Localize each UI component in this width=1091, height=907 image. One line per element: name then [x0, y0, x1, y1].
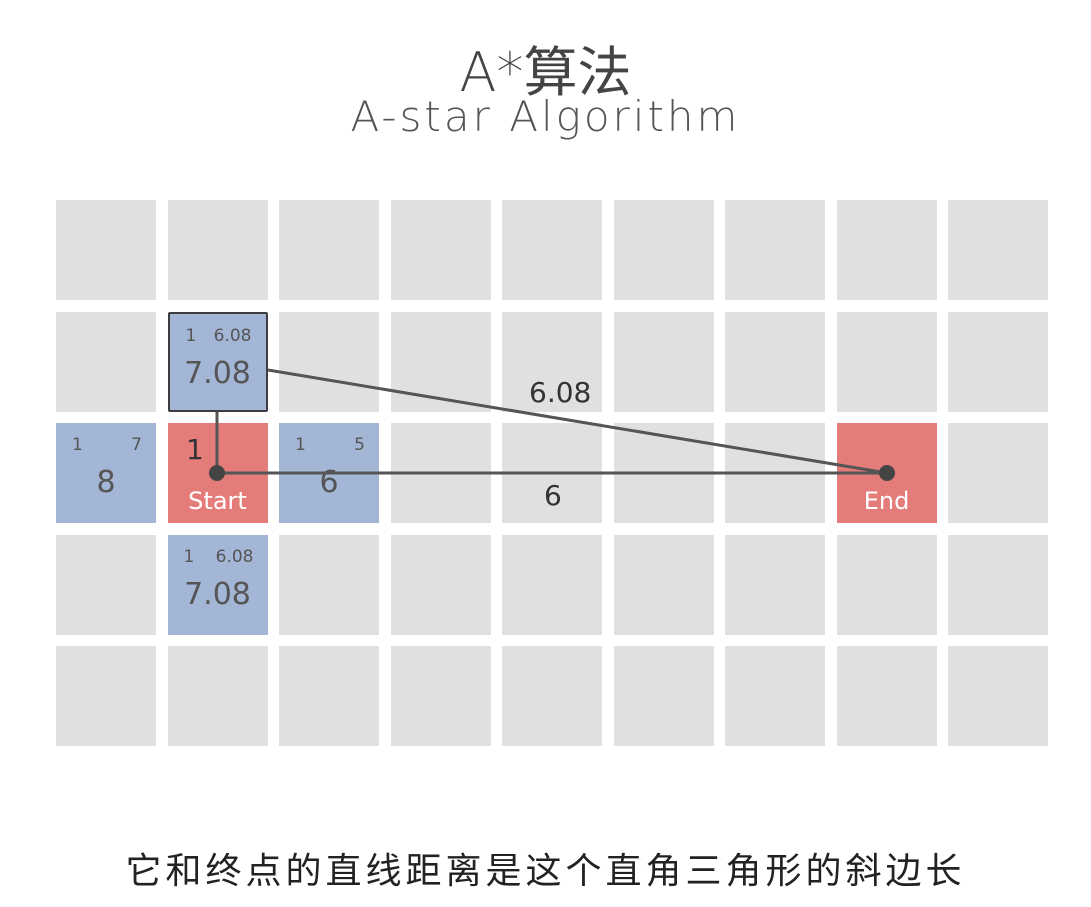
end-point	[879, 465, 895, 481]
grid-cell	[502, 311, 602, 412]
h-cost: 7	[131, 435, 142, 455]
cell-label: Start	[188, 487, 247, 515]
grid-cell	[725, 534, 825, 635]
grid-cell	[390, 311, 491, 412]
f-cost: 7.08	[184, 576, 251, 612]
grid-cell	[725, 200, 825, 300]
grid-cell	[613, 200, 714, 300]
grid-cell	[725, 646, 825, 746]
f-cost: 7.08	[184, 355, 251, 391]
grid-cell	[167, 200, 268, 300]
base-label: 6	[544, 479, 562, 512]
grid-cell	[390, 200, 491, 300]
hypotenuse-label: 6.08	[529, 376, 592, 409]
grid-cell	[502, 646, 602, 746]
grid-cell	[948, 534, 1048, 635]
grid-cell	[948, 423, 1048, 523]
g-cost: 1	[295, 435, 306, 455]
h-cost: 6.08	[215, 546, 254, 567]
grid-cell	[948, 311, 1048, 412]
grid-cell	[390, 534, 491, 635]
grid-cell	[279, 534, 379, 635]
page-title: A*算法	[459, 41, 632, 104]
grid-cell	[836, 534, 937, 635]
page-subtitle: A-star Algorithm	[350, 92, 741, 141]
grid-cell	[948, 200, 1048, 300]
grid-cell	[836, 311, 937, 412]
grid-cell	[502, 200, 602, 300]
g-cost: 1	[183, 546, 195, 567]
open-cell: 1 6.08 7.08	[167, 534, 268, 635]
caption: 它和终点的直线距离是这个直角三角形的斜边长	[125, 851, 966, 892]
grid-cell	[948, 646, 1048, 746]
cell-label: End	[863, 487, 910, 515]
f-cost: 8	[96, 465, 116, 500]
grid-cell	[836, 646, 937, 746]
grid-cell	[279, 200, 379, 300]
grid-cell	[279, 311, 379, 412]
g-cost: 1	[185, 325, 197, 346]
grid-cell	[56, 200, 156, 300]
grid-cell	[613, 534, 714, 635]
h-cost: 5	[354, 435, 365, 455]
grid-cell	[56, 311, 156, 412]
grid-cell	[613, 646, 714, 746]
hypotenuse-edge	[267, 368, 888, 475]
open-cell: 1 6.08 7.08	[167, 311, 268, 412]
grid-cell	[836, 200, 937, 300]
g-cost: 1	[72, 435, 83, 455]
grid-cell	[167, 646, 268, 746]
h-cost: 6.08	[213, 325, 252, 346]
grid-cell	[502, 534, 602, 635]
grid-cell	[390, 646, 491, 746]
grid-cell	[279, 646, 379, 746]
start-point	[209, 465, 225, 481]
grid-cell	[56, 646, 156, 746]
grid-cell	[56, 534, 156, 635]
grid-cell	[725, 311, 825, 412]
grid-cell	[613, 311, 714, 412]
vertical-edge-label: 1	[186, 433, 204, 466]
